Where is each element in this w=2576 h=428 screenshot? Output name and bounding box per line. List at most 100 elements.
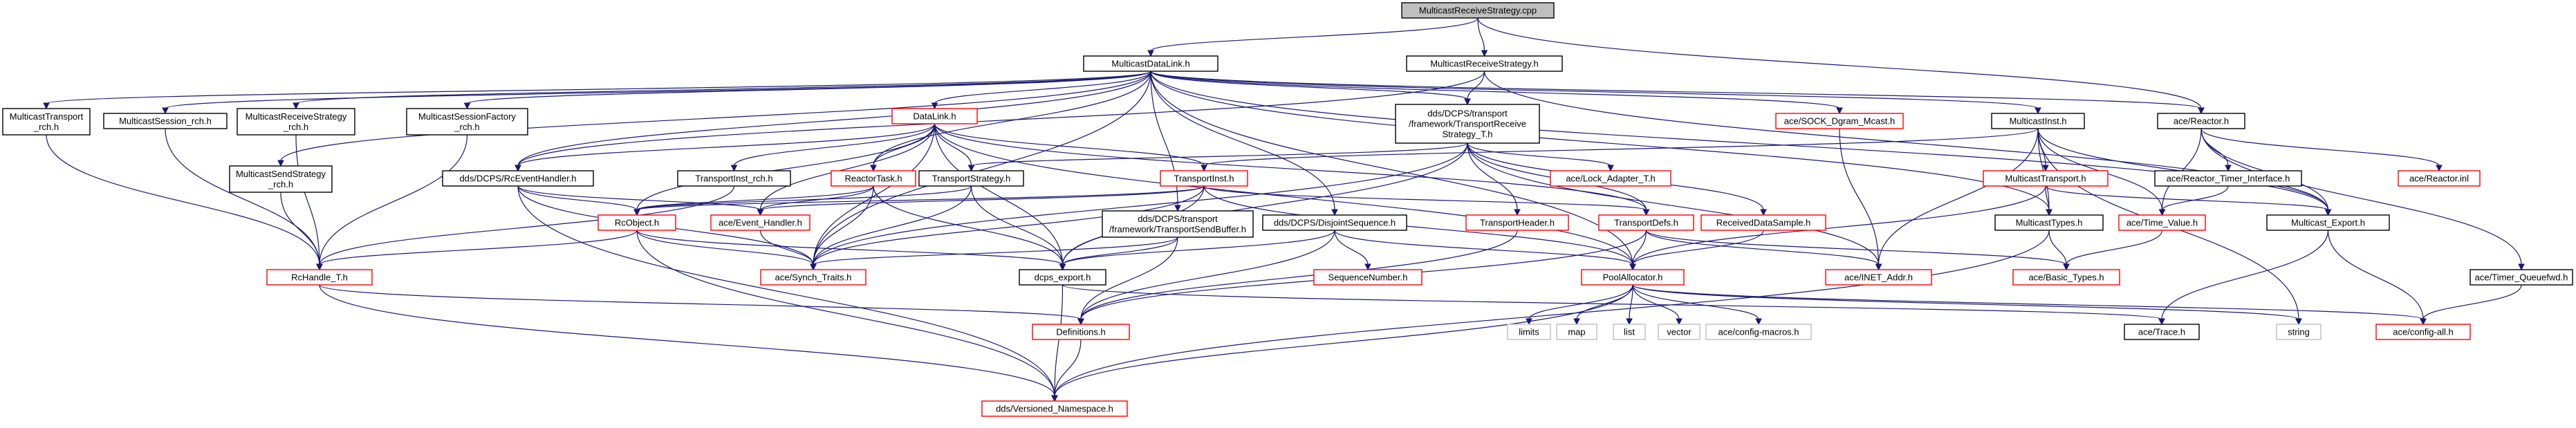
node-label: MulticastReceiveStrategy.cpp: [1419, 6, 1537, 16]
edge-tstrat-to-rco: [636, 185, 972, 211]
node-mi[interactable]: MulticastInst.h: [1991, 113, 2085, 129]
arrowhead-palloc-to-vector: [1676, 318, 1683, 326]
node-mexp[interactable]: Multicast_Export.h: [2266, 214, 2390, 231]
edge-dseq-to-palloc: [1334, 230, 1633, 266]
edge-tinst-to-palloc: [1203, 185, 1633, 266]
edge-reactor-to-rti: [2200, 128, 2229, 167]
edge-root-to-mdl: [1150, 17, 1479, 52]
node-label: ace/Reactor.inl: [2409, 174, 2469, 184]
node-sock[interactable]: ace/SOCK_Dgram_Mcast.h: [1775, 113, 1904, 129]
node-evh[interactable]: ace/Event_Handler.h: [710, 214, 810, 231]
arrowhead-reactor-to-rti: [2225, 165, 2232, 172]
edge-mrs-to-reh: [517, 71, 1485, 167]
node-dcpsexp[interactable]: dcps_export.h: [1019, 269, 1106, 286]
edge-tirch-to-rch: [319, 185, 735, 266]
node-msss[interactable]: MulticastSendStrategy_rch.h: [229, 165, 333, 193]
arrowhead-tinst-to-evh: [757, 209, 764, 216]
edge-tsb-to-synch: [813, 236, 1178, 266]
node-box: [710, 214, 810, 231]
node-mrs[interactable]: MulticastReceiveStrategy.h: [1406, 55, 1563, 72]
node-tval[interactable]: ace/Time_Value.h: [2118, 214, 2206, 231]
node-thdr[interactable]: TransportHeader.h: [1465, 214, 1569, 231]
edge-defs-to-vns: [1054, 339, 1082, 397]
edge-evh-to-synch: [759, 230, 814, 266]
edge-tinst-to-rco: [636, 185, 1205, 211]
node-label: SequenceNumber.h: [1328, 272, 1408, 283]
node-box: [2, 108, 91, 136]
edge-tdefs-to-inet: [1645, 230, 1880, 266]
edge-mi-to-tinst: [1203, 128, 2039, 167]
node-label: MulticastReceiveStrategy.h: [1430, 59, 1539, 69]
node-label: TransportStrategy.h: [932, 174, 1010, 184]
node-rch[interactable]: RcHandle_T.h: [266, 269, 373, 286]
node-trst[interactable]: dds/DCPS/transport/framework/TransportRe…: [1395, 104, 1540, 144]
node-box: [2012, 269, 2120, 286]
edge-mt-to-mtypes: [2045, 185, 2050, 211]
node-rinl[interactable]: ace/Reactor.inl: [2398, 170, 2481, 187]
node-msfr[interactable]: MulticastSessionFactory_rch.h: [406, 108, 528, 136]
node-label: TransportInst.h: [1174, 174, 1234, 184]
node-tstrat[interactable]: TransportStrategy.h: [918, 170, 1024, 187]
node-box: [1262, 214, 1407, 231]
arrowhead-mt-to-mtypes: [2046, 209, 2053, 216]
node-inet[interactable]: ace/INET_Addr.h: [1825, 269, 1932, 286]
edge-tval-to-btypes: [2066, 230, 2163, 266]
node-dl[interactable]: DataLink.h: [891, 108, 978, 124]
edge-msss-to-rch: [280, 192, 320, 266]
node-dseq[interactable]: dds/DCPS/DisjointSequence.h: [1262, 214, 1407, 231]
edge-palloc-to-vector: [1632, 284, 1680, 320]
node-label: TransportHeader.h: [1480, 218, 1555, 228]
arrowhead-mdl-to-tsb: [1174, 205, 1181, 212]
node-rco[interactable]: RcObject.h: [597, 214, 676, 231]
node-label: MulticastSession_rch.h: [119, 116, 212, 127]
node-mtr[interactable]: MulticastTransport_rch.h: [2, 108, 91, 136]
node-box: [1983, 170, 2109, 187]
node-label: _rch.h: [33, 122, 59, 132]
node-defs[interactable]: Definitions.h: [1032, 324, 1130, 340]
node-vector: vector: [1658, 324, 1701, 340]
node-mt[interactable]: MulticastTransport.h: [1983, 170, 2109, 187]
arrowhead-dcpsexp-to-trace: [2158, 318, 2165, 326]
node-tirch[interactable]: TransportInst_rch.h: [677, 170, 791, 187]
node-mrsr[interactable]: MulticastReceiveStrategy_rch.h: [237, 108, 355, 136]
edge-mdl-to-msss: [280, 71, 1151, 162]
node-tinst[interactable]: TransportInst.h: [1160, 170, 1248, 187]
node-box: [2470, 269, 2573, 286]
node-tsb[interactable]: dds/DCPS/transport/framework/TransportSe…: [1102, 210, 1254, 238]
node-rti[interactable]: ace/Reactor_Timer_Interface.h: [2154, 170, 2302, 187]
node-box: [2118, 214, 2206, 231]
edge-mexp-to-cfgall: [2327, 230, 2424, 320]
edge-mrsr-to-rch: [295, 134, 320, 266]
node-map: map: [1556, 324, 1597, 340]
edge-mtr-to-rch: [46, 134, 320, 266]
edge-dl-to-synch: [813, 123, 936, 266]
node-vns[interactable]: dds/Versioned_Namespace.h: [981, 400, 1128, 417]
node-tq[interactable]: ace/Timer_Queuefwd.h: [2470, 269, 2573, 286]
node-msr[interactable]: MulticastSession_rch.h: [103, 113, 228, 129]
node-rds[interactable]: ReceivedDataSample.h: [1701, 214, 1826, 231]
node-label: RcHandle_T.h: [291, 272, 348, 283]
node-mtypes[interactable]: MulticastTypes.h: [1994, 214, 2104, 231]
node-reh[interactable]: dds/DCPS/RcEventHandler.h: [442, 170, 594, 187]
node-label: list: [1624, 327, 1635, 337]
node-box: [1613, 324, 1646, 340]
edge-rtask-to-evh: [759, 185, 874, 211]
node-label: ace/Trace.h: [2138, 327, 2185, 337]
node-mdl[interactable]: MulticastDataLink.h: [1083, 55, 1218, 72]
arrowhead-trst-to-lockad: [1607, 165, 1614, 172]
node-seqnum[interactable]: SequenceNumber.h: [1313, 269, 1423, 286]
edge-dcpsexp-to-trace: [1062, 284, 2162, 320]
node-label: MulticastInst.h: [2009, 116, 2066, 127]
node-rtask[interactable]: ReactorTask.h: [831, 170, 916, 187]
node-lockad[interactable]: ace/Lock_Adapter_T.h: [1550, 170, 1671, 187]
edge-tinst-to-synch: [813, 185, 1205, 266]
node-tdefs[interactable]: TransportDefs.h: [1598, 214, 1694, 231]
node-synch[interactable]: ace/Synch_Traits.h: [760, 269, 867, 286]
node-trace[interactable]: ace/Trace.h: [2124, 324, 2200, 340]
node-cfgall[interactable]: ace/config-all.h: [2375, 324, 2471, 340]
node-reactor[interactable]: ace/Reactor.h: [2157, 113, 2245, 129]
node-btypes[interactable]: ace/Basic_Types.h: [2012, 269, 2120, 286]
node-palloc[interactable]: PoolAllocator.h: [1581, 269, 1685, 286]
edge-dseq-to-defs: [1080, 230, 1335, 320]
